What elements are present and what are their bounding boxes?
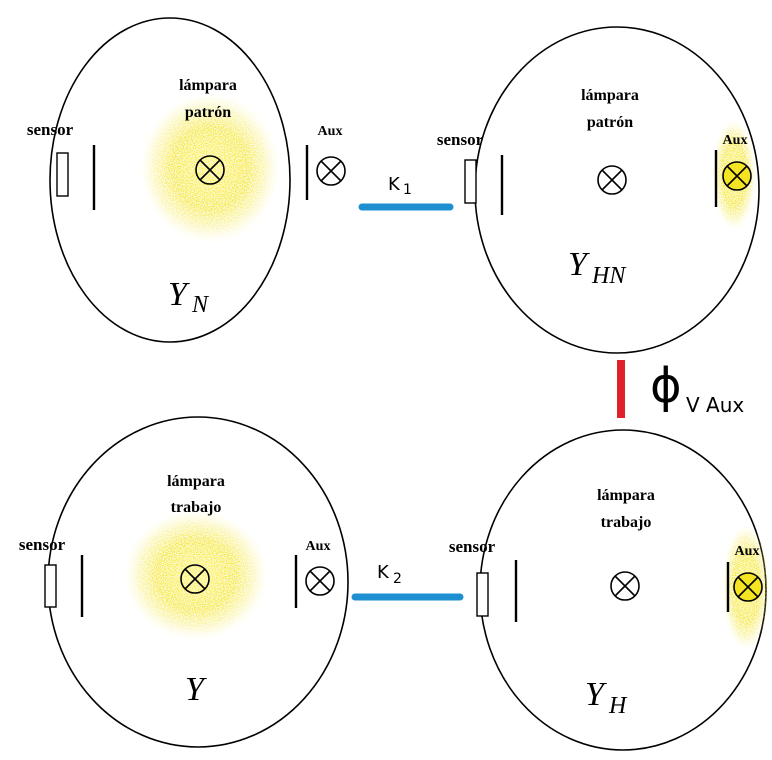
k2-link: K 2: [351, 562, 464, 601]
lamp-glow: [124, 510, 268, 640]
sphere-symbol: Y: [585, 676, 607, 713]
sensor-label: sensor: [437, 130, 484, 149]
crossed-circle-lamp-icon: [610, 571, 640, 601]
k2-letter: K: [377, 562, 390, 583]
sphere-symbol: Y: [168, 276, 190, 313]
sphere-symbol: Y: [568, 246, 590, 283]
sensor-rect-icon: [464, 159, 477, 204]
lamp-label-line1: lámpara: [167, 473, 225, 490]
crossed-circle-lamp-icon: [180, 564, 210, 594]
k2-subscript: 2: [393, 571, 402, 587]
sphere-subscript: N: [191, 292, 210, 318]
lamp-label-line1: lámpara: [597, 487, 655, 504]
aux-label: Aux: [306, 539, 331, 554]
sensor-label: sensor: [27, 120, 74, 139]
lamp-label-line2: trabajo: [601, 514, 652, 531]
sphere-symbol: Y: [185, 671, 207, 708]
lamp-label-line1: lámpara: [581, 87, 639, 104]
aux-lamp-icon: [733, 572, 763, 602]
sensor-label: sensor: [19, 535, 66, 554]
lamp-label-line2: patrón: [185, 104, 231, 121]
sphere-yn: lámpara patrón sensor Aux Y N: [27, 17, 346, 343]
aux-lamp-icon: [316, 156, 346, 186]
aux-label: Aux: [723, 133, 748, 148]
sensor-rect-icon: [56, 152, 69, 197]
phi-link: ϕ V Aux: [617, 358, 744, 418]
aux-lamp-icon: [722, 161, 752, 191]
lamp-label-line1: lámpara: [179, 77, 237, 94]
aux-label: Aux: [735, 544, 760, 559]
sphere-yh: lámpara trabajo sensor Aux Y H: [449, 429, 770, 751]
crossed-circle-lamp-icon: [597, 165, 627, 195]
lamp-label-line2: patrón: [587, 114, 633, 131]
crossed-circle-lamp-icon: [195, 155, 225, 185]
aux-lamp-icon: [305, 566, 335, 596]
aux-label: Aux: [318, 124, 343, 139]
sphere-subscript: HN: [591, 263, 627, 289]
sensor-rect-icon: [476, 572, 489, 617]
phi-symbol: ϕ: [650, 358, 682, 414]
lamp-glow: [140, 93, 280, 243]
lamp-label-line2: trabajo: [171, 499, 222, 516]
sphere-subscript: H: [608, 693, 628, 719]
k1-link: K 1: [358, 174, 454, 211]
sensor-rect-icon: [44, 564, 57, 608]
sphere-yhn: lámpara patrón sensor Aux Y HN: [437, 26, 760, 354]
phi-subscript: V Aux: [686, 393, 744, 417]
k1-letter: K: [388, 174, 401, 195]
sphere-y: lámpara trabajo sensor Aux Y: [19, 416, 349, 748]
sensor-label: sensor: [449, 537, 496, 556]
k1-subscript: 1: [403, 182, 412, 198]
